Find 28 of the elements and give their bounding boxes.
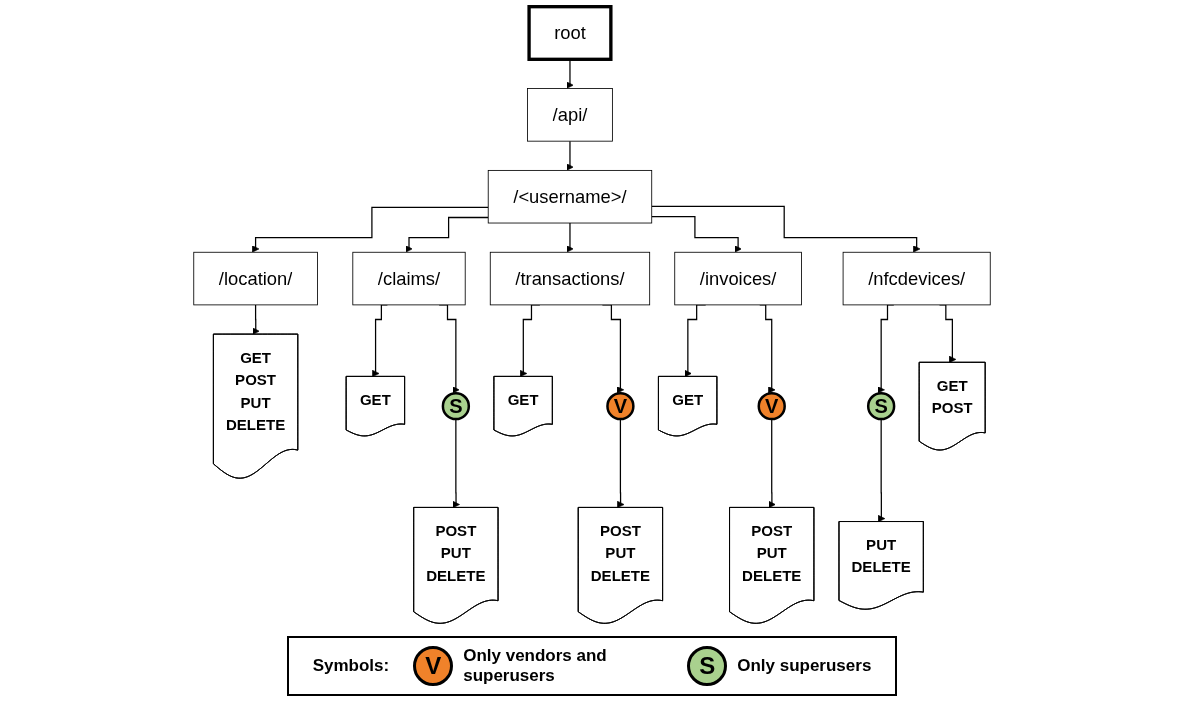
legend-symbol: S bbox=[687, 646, 728, 686]
legend-text: Only superusers bbox=[737, 656, 872, 676]
arrow bbox=[251, 206, 489, 253]
arrow bbox=[651, 205, 921, 253]
legend-symbol: V bbox=[413, 646, 454, 686]
node-box: /<username>/ bbox=[487, 170, 653, 224]
node-box: /api/ bbox=[527, 88, 613, 142]
arrow bbox=[252, 304, 260, 335]
arrow bbox=[405, 216, 489, 253]
arrow bbox=[617, 418, 625, 509]
legend-text: Only vendors and superusers bbox=[463, 646, 608, 686]
arrow bbox=[877, 418, 886, 523]
node-box: root bbox=[527, 5, 613, 61]
arrow bbox=[566, 222, 574, 253]
node-box: /nfcdevices/ bbox=[842, 251, 991, 306]
node-box: /claims/ bbox=[352, 251, 466, 306]
node-box: /invoices/ bbox=[674, 251, 802, 306]
arrow bbox=[768, 418, 776, 509]
arrow bbox=[452, 418, 460, 509]
node-box: /location/ bbox=[193, 251, 318, 306]
node-circle: V bbox=[757, 391, 786, 421]
legend-title: Symbols: bbox=[312, 656, 390, 676]
arrow bbox=[566, 140, 574, 171]
node-circle: S bbox=[441, 391, 471, 421]
arrow bbox=[651, 216, 742, 253]
node-box: /transactions/ bbox=[489, 251, 651, 306]
node-circle: V bbox=[606, 391, 635, 421]
node-circle: S bbox=[866, 391, 896, 421]
